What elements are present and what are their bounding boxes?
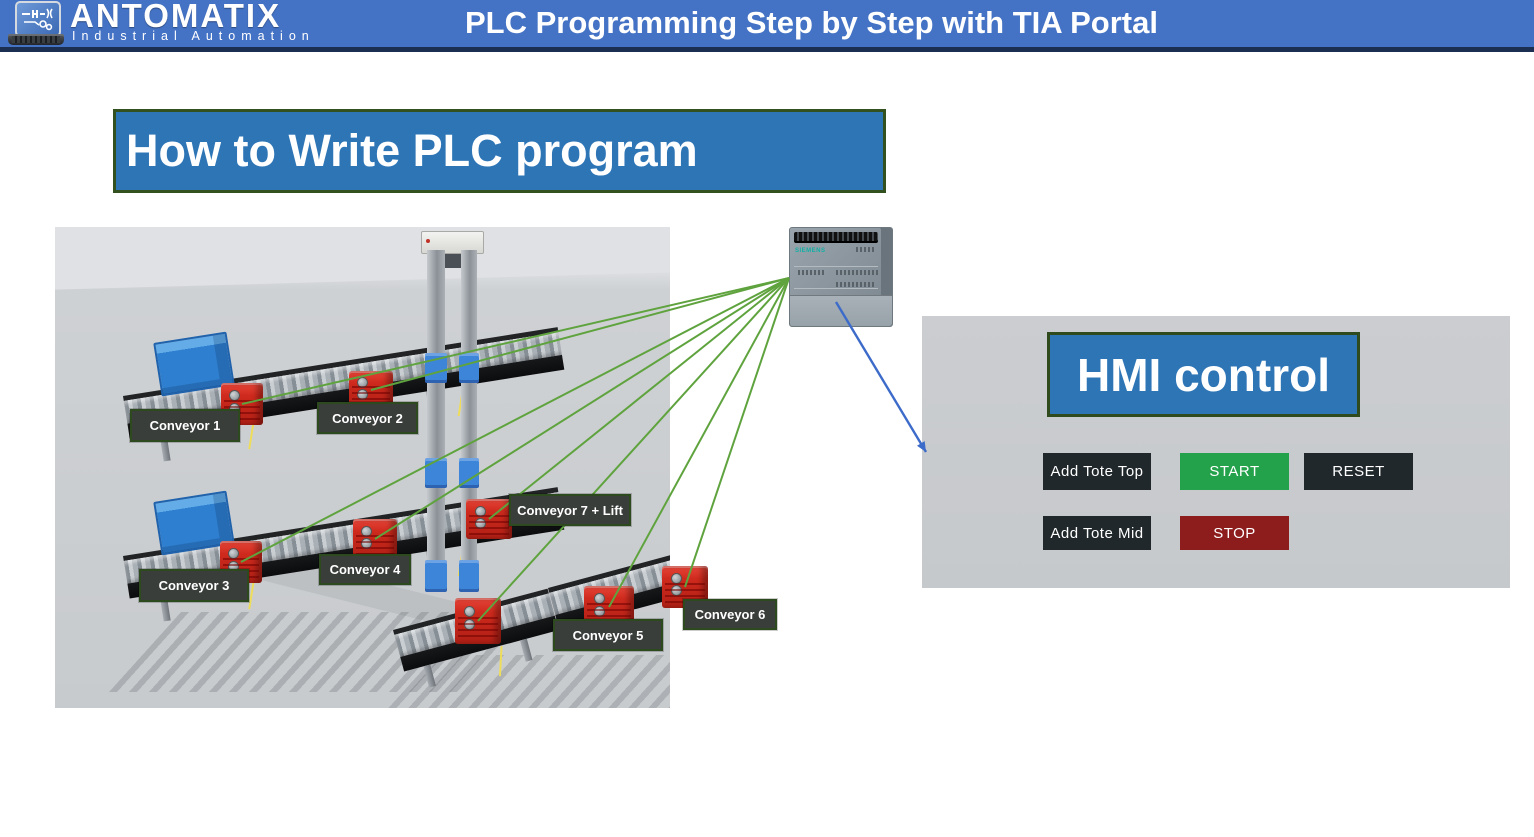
- logo-tagline: Industrial Automation: [72, 29, 315, 43]
- ladder-logic-icon: [22, 8, 53, 31]
- plc-brand-text: SIEMENS: [795, 248, 826, 254]
- label-conveyor-3: Conveyor 3: [139, 569, 249, 602]
- label-conveyor-5: Conveyor 5: [553, 619, 663, 651]
- sensor-post: [248, 579, 255, 610]
- start-button[interactable]: START: [1180, 453, 1289, 490]
- label-conveyor-2: Conveyor 2: [317, 402, 418, 434]
- logo-screen: [15, 1, 61, 37]
- lift-column-left: [427, 250, 445, 592]
- header-title: PLC Programming Step by Step with TIA Po…: [465, 5, 1158, 40]
- hmi-panel: HMI control Add Tote Top START RESET Add…: [922, 316, 1510, 588]
- slide-title: How to Write PLC program: [113, 109, 886, 193]
- plc-terminal-strip: [794, 232, 878, 243]
- add-tote-top-button[interactable]: Add Tote Top: [1043, 453, 1151, 490]
- logo-brand-text: ANTOMATIX: [70, 0, 282, 34]
- stop-button[interactable]: STOP: [1180, 516, 1289, 550]
- add-tote-mid-button[interactable]: Add Tote Mid: [1043, 516, 1151, 550]
- logo-keys: [12, 36, 60, 43]
- scene-wall: [55, 227, 670, 290]
- hmi-title: HMI control: [1047, 332, 1360, 417]
- lift-top-cap: [421, 231, 484, 254]
- plc-device: SIEMENS: [789, 227, 893, 327]
- motor-conveyor-4: [353, 519, 397, 559]
- lift-indicator: [426, 239, 430, 243]
- label-conveyor-4: Conveyor 4: [319, 554, 411, 585]
- label-conveyor-6: Conveyor 6: [683, 599, 777, 630]
- motor-lift-bottom: [455, 598, 501, 644]
- label-conveyor-1: Conveyor 1: [130, 409, 240, 442]
- plc-bottom-flap: [790, 295, 892, 326]
- lift-column-right: [461, 250, 477, 592]
- motor-conveyor-7: [466, 499, 512, 539]
- header-bar: ANTOMATIX Industrial Automation PLC Prog…: [0, 0, 1534, 52]
- logo-laptop-icon: [8, 1, 64, 46]
- reset-button[interactable]: RESET: [1304, 453, 1413, 490]
- label-conveyor-7-lift: Conveyor 7 + Lift: [509, 494, 631, 526]
